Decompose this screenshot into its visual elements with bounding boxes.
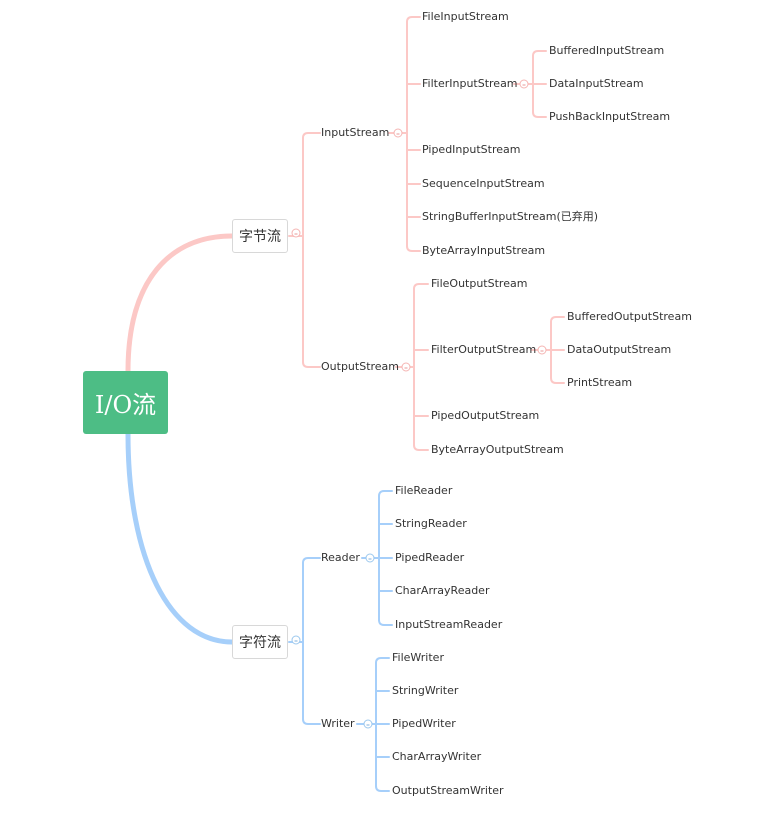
node-inputstream[interactable]: InputStream xyxy=(321,126,390,139)
node-stringbufferinputstream[interactable]: StringBufferInputStream(已弃用) xyxy=(422,210,599,223)
node-filereader[interactable]: FileReader xyxy=(395,484,453,497)
collapse-icon-char-stream[interactable] xyxy=(291,635,301,645)
connectors-writer xyxy=(375,657,390,792)
node-chararraywriter[interactable]: CharArrayWriter xyxy=(392,750,482,763)
connector-root-byte xyxy=(125,233,235,374)
collapse-icon-writer[interactable] xyxy=(363,719,373,729)
node-filewriter[interactable]: FileWriter xyxy=(392,651,444,664)
node-pushbackinputstream[interactable]: PushBackInputStream xyxy=(549,110,671,123)
root-node-io-stream[interactable]: I/O流 xyxy=(83,371,168,434)
node-outputstream[interactable]: OutputStream xyxy=(321,360,400,373)
node-bufferedoutputstream[interactable]: BufferedOutputStream xyxy=(567,310,692,323)
collapse-icon-outputstream[interactable] xyxy=(401,362,411,372)
node-inputstreamreader[interactable]: InputStreamReader xyxy=(395,618,503,631)
node-filterinputstream[interactable]: FilterInputStream xyxy=(422,77,518,90)
collapse-icon-filteroutputstream[interactable] xyxy=(537,345,547,355)
node-writer[interactable]: Writer xyxy=(321,717,355,730)
collapse-icon-byte-stream[interactable] xyxy=(291,228,301,238)
node-printstream[interactable]: PrintStream xyxy=(567,376,633,389)
node-pipedoutputstream[interactable]: PipedOutputStream xyxy=(431,409,540,422)
connectors-byte-level2 xyxy=(288,132,415,368)
connectors-char-level2 xyxy=(288,557,380,725)
collapse-icon-filterinputstream[interactable] xyxy=(519,79,529,89)
node-fileinputstream[interactable]: FileInputStream xyxy=(422,10,509,23)
node-stringwriter[interactable]: StringWriter xyxy=(392,684,459,697)
connectors-inputstream xyxy=(406,16,547,252)
node-dataoutputstream[interactable]: DataOutputStream xyxy=(567,343,672,356)
node-datainputstream[interactable]: DataInputStream xyxy=(549,77,644,90)
node-pipedreader[interactable]: PipedReader xyxy=(395,551,465,564)
node-filteroutputstream[interactable]: FilterOutputStream xyxy=(431,343,537,356)
node-bytearrayoutputstream[interactable]: ByteArrayOutputStream xyxy=(431,443,564,456)
node-stringreader[interactable]: StringReader xyxy=(395,517,467,530)
connector-root-char xyxy=(125,431,235,645)
node-pipedinputstream[interactable]: PipedInputStream xyxy=(422,143,521,156)
collapse-icon-inputstream[interactable] xyxy=(393,128,403,138)
node-outputstreamwriter[interactable]: OutputStreamWriter xyxy=(392,784,504,797)
node-bufferedinputstream[interactable]: BufferedInputStream xyxy=(549,44,665,57)
node-chararrayreader[interactable]: CharArrayReader xyxy=(395,584,490,597)
node-byte-stream[interactable]: 字节流 xyxy=(232,219,288,253)
connectors-reader xyxy=(378,490,393,626)
node-bytearrayinputstream[interactable]: ByteArrayInputStream xyxy=(422,244,546,257)
node-sequenceinputstream[interactable]: SequenceInputStream xyxy=(422,177,545,190)
node-reader[interactable]: Reader xyxy=(321,551,360,564)
node-fileoutputstream[interactable]: FileOutputStream xyxy=(431,277,528,290)
node-pipedwriter[interactable]: PipedWriter xyxy=(392,717,456,730)
connectors-outputstream xyxy=(413,283,565,451)
collapse-icon-reader[interactable] xyxy=(365,553,375,563)
node-char-stream[interactable]: 字符流 xyxy=(232,625,288,659)
